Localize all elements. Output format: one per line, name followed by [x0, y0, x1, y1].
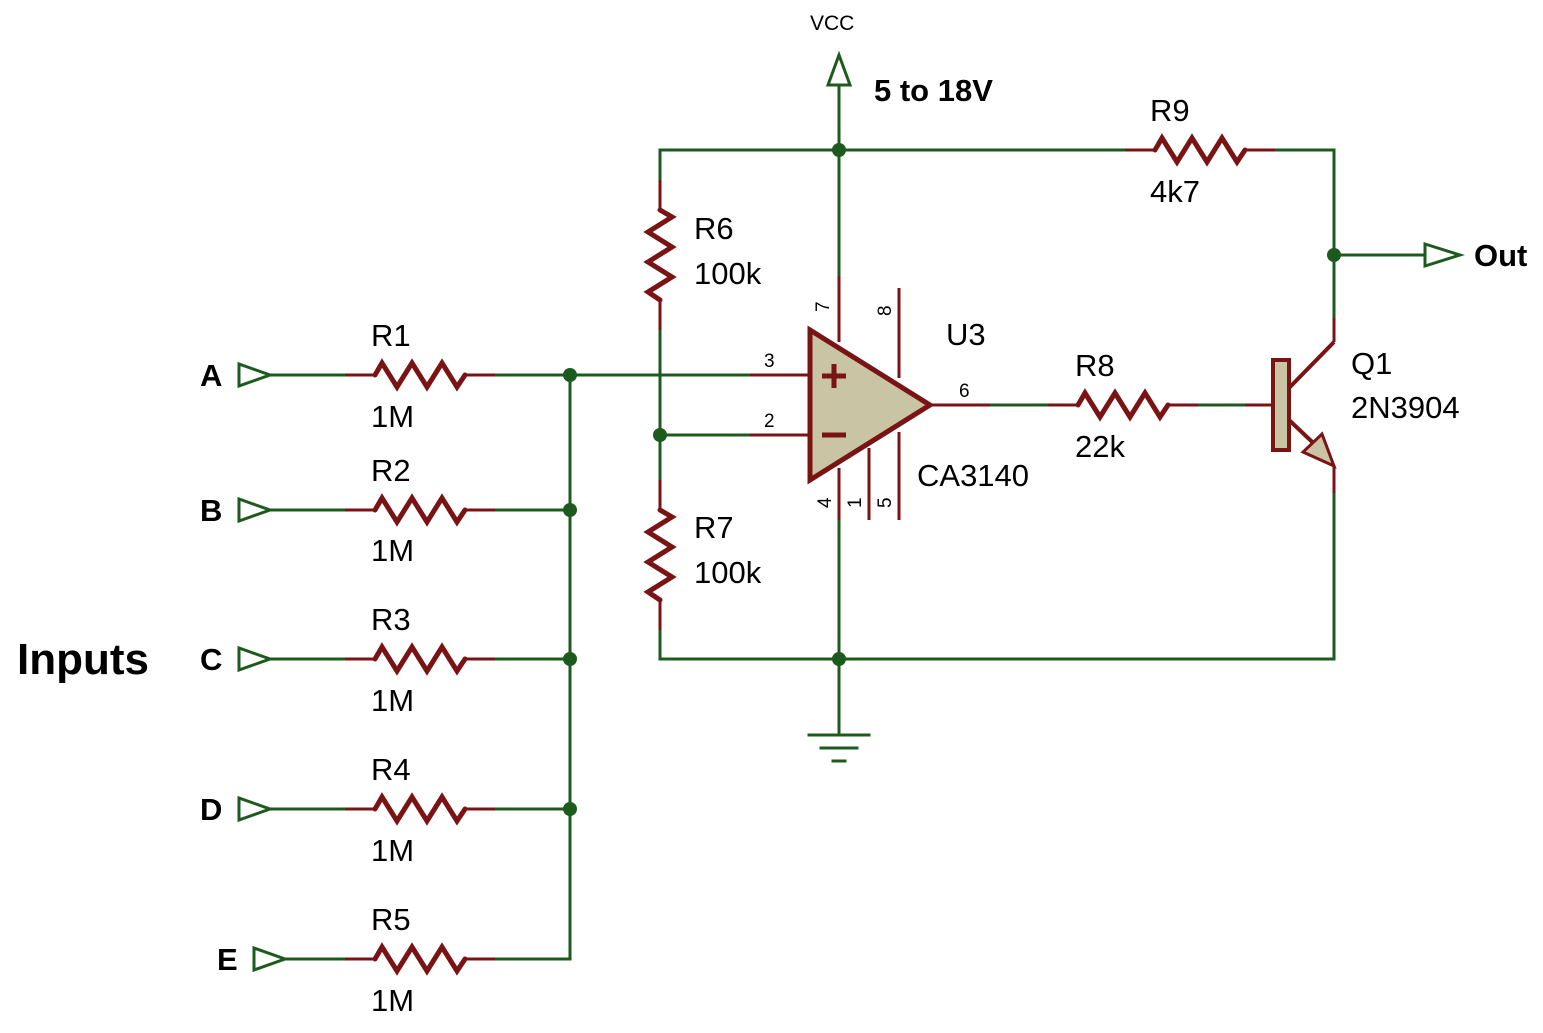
- opamp-pin-8: 8: [875, 305, 896, 316]
- resistor-r2: [345, 493, 495, 527]
- r1-ref: R1: [371, 318, 411, 353]
- opamp-pin-1: 1: [845, 497, 866, 508]
- r4-ref: R4: [371, 752, 411, 787]
- opamp-pin-6: 6: [959, 381, 970, 402]
- terminal-label-b: B: [200, 493, 222, 528]
- emitter-arrow: [1300, 431, 1337, 469]
- resistor-r6: [643, 180, 677, 330]
- opamp-pin-2: 2: [764, 411, 775, 432]
- r5-ref: R5: [371, 902, 411, 937]
- r7-value: 100k: [694, 555, 762, 590]
- terminal-label-c: C: [200, 642, 222, 677]
- opamp-pin-7: 7: [813, 301, 834, 312]
- inputs-section-label: Inputs: [17, 635, 149, 684]
- opamp-body: [807, 325, 935, 485]
- r6-value: 100k: [694, 256, 762, 291]
- input-terminal-d: [237, 795, 275, 823]
- output-label: Out: [1474, 238, 1527, 273]
- resistor-r3: [345, 642, 495, 676]
- input-terminal-a: [237, 361, 275, 389]
- input-terminals: [237, 361, 290, 973]
- resistor-r5: [345, 942, 495, 976]
- resistor-r9: [1125, 133, 1275, 167]
- r5-value: 1M: [371, 983, 414, 1018]
- r2-ref: R2: [371, 453, 411, 488]
- opamp-pin-4: 4: [815, 497, 836, 508]
- transistor-q1: [1245, 318, 1337, 493]
- u3-part: CA3140: [917, 458, 1029, 493]
- r3-ref: R3: [371, 602, 411, 637]
- vcc-voltage-label: 5 to 18V: [874, 73, 993, 108]
- opamp-pin-3: 3: [764, 351, 775, 372]
- ground-symbol: [807, 733, 871, 763]
- q1-ref: Q1: [1351, 346, 1392, 381]
- r3-value: 1M: [371, 683, 414, 718]
- vcc-net-label: VCC: [810, 12, 854, 35]
- opamp-u3: 3 2 6 7 4 1 5 8: [750, 276, 990, 520]
- resistor-r1: [345, 358, 495, 392]
- opamp-pin-5: 5: [875, 497, 896, 508]
- input-terminal-e: [252, 945, 290, 973]
- resistor-r4: [345, 792, 495, 826]
- input-resistors: [345, 358, 495, 976]
- r6-ref: R6: [694, 211, 734, 246]
- resistor-r8: [1048, 388, 1198, 422]
- r8-value: 22k: [1075, 429, 1125, 464]
- r8-ref: R8: [1075, 348, 1115, 383]
- transistor-base-bar: [1271, 358, 1291, 452]
- r9-ref: R9: [1150, 93, 1190, 128]
- u3-ref: U3: [946, 317, 986, 352]
- terminal-label-a: A: [200, 358, 222, 393]
- wires: [268, 83, 1427, 961]
- r9-value: 4k7: [1150, 174, 1200, 209]
- vcc-symbol: [825, 50, 853, 87]
- labels: VCC 5 to 18V Inputs A B C D E R1 1M R2 1…: [17, 12, 1527, 1018]
- output-terminal: [1423, 241, 1466, 269]
- r4-value: 1M: [371, 833, 414, 868]
- input-terminal-b: [237, 496, 275, 524]
- r1-value: 1M: [371, 399, 414, 434]
- input-terminal-c: [237, 645, 275, 673]
- terminal-label-e: E: [217, 942, 238, 977]
- junctions: [563, 143, 1341, 816]
- resistor-r7: [643, 480, 677, 630]
- q1-part: 2N3904: [1351, 390, 1460, 425]
- r7-ref: R7: [694, 510, 734, 545]
- r2-value: 1M: [371, 533, 414, 568]
- terminal-label-d: D: [200, 792, 222, 827]
